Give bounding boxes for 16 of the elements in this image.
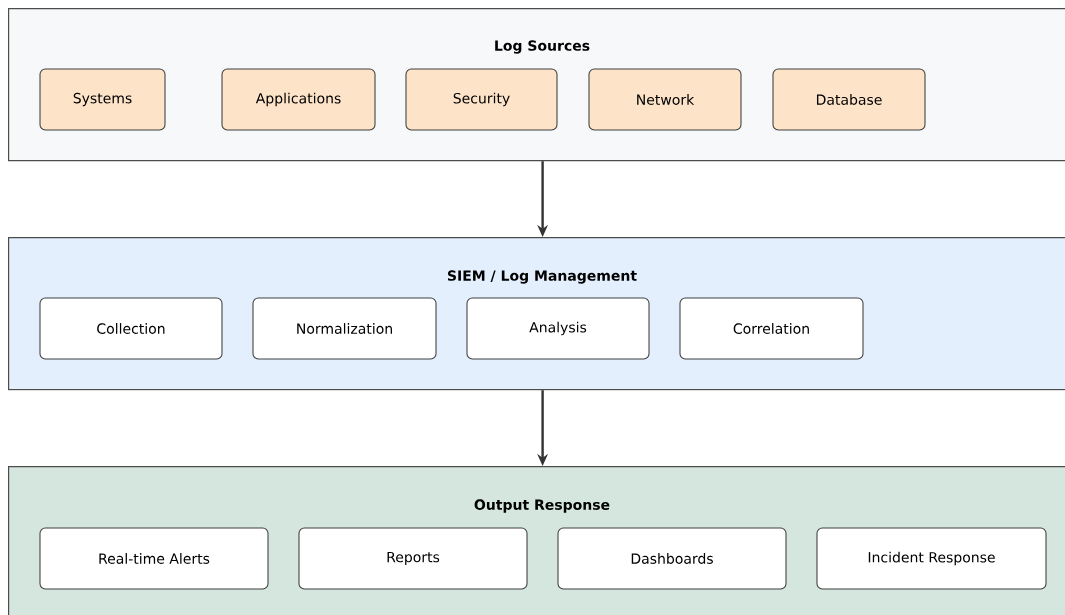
process-box: Real-time Alerts xyxy=(39,527,269,590)
process-box: Normalization xyxy=(252,297,437,360)
process-box: Network xyxy=(588,68,742,131)
section-title: Output Response xyxy=(474,499,610,513)
process-box: Security xyxy=(405,68,558,131)
process-box: Database xyxy=(772,68,926,131)
process-box: Analysis xyxy=(466,297,650,360)
process-box: Reports xyxy=(298,527,528,590)
process-box: Incident Response xyxy=(816,527,1047,590)
process-box: Systems xyxy=(39,68,166,131)
section-title: Log Sources xyxy=(495,40,590,54)
process-box: Collection xyxy=(39,297,223,360)
process-box: Dashboards xyxy=(557,527,787,590)
process-box: Correlation xyxy=(679,297,864,360)
section-title: SIEM / Log Management xyxy=(447,270,637,284)
process-box: Applications xyxy=(221,68,376,131)
